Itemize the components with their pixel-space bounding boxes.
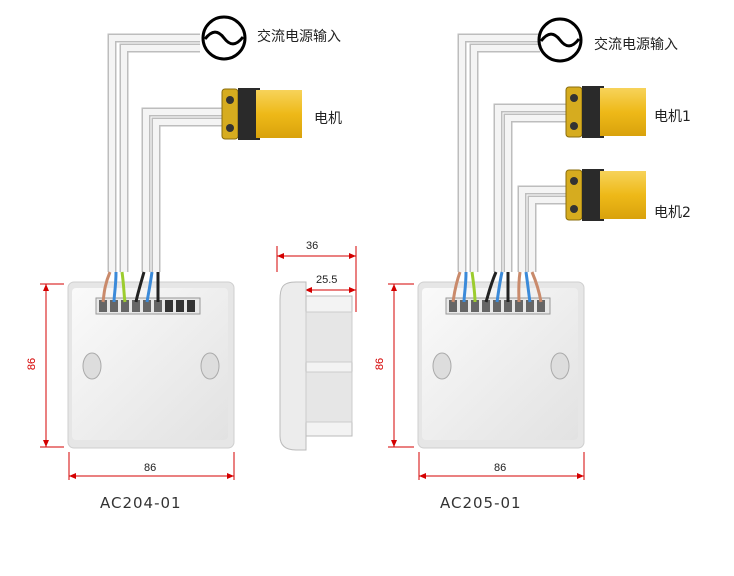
height-dimension-right (388, 283, 414, 448)
motor-1-label: 电机1 (654, 109, 691, 125)
ac-source-icon (201, 15, 247, 61)
motor-icon (221, 88, 302, 140)
switch-back-plate-left (67, 281, 235, 449)
motor-2-icon (565, 169, 646, 221)
ac-source-icon (537, 17, 583, 63)
depth-body-dimension: 25.5 (316, 274, 338, 286)
terminal-block-right (449, 300, 545, 312)
depth-total-dimension: 36 (306, 240, 319, 252)
height-dimension-left (40, 283, 64, 448)
left-diagram (40, 15, 302, 480)
wires-left (101, 271, 160, 303)
model-label-left: AC204-01 (100, 494, 182, 512)
motor-1-icon (565, 86, 646, 138)
width-dimension-right (418, 452, 585, 480)
width-label-left: 86 (144, 462, 157, 474)
right-diagram (388, 17, 646, 480)
width-label-right: 86 (494, 462, 507, 474)
height-label-left: 86 (26, 357, 39, 371)
switch-back-plate-right (417, 281, 585, 449)
model-label-right: AC205-01 (440, 494, 522, 512)
wires-right (451, 271, 543, 303)
side-view (276, 246, 357, 451)
width-dimension-left (68, 452, 235, 480)
ac-input-label-right: 交流电源输入 (594, 37, 678, 53)
height-label-right: 86 (374, 357, 387, 371)
ac-input-label-left: 交流电源输入 (257, 29, 341, 45)
motor-label-left: 电机 (314, 111, 342, 127)
terminal-block-left (99, 300, 195, 312)
motor-2-label: 电机2 (654, 205, 691, 221)
